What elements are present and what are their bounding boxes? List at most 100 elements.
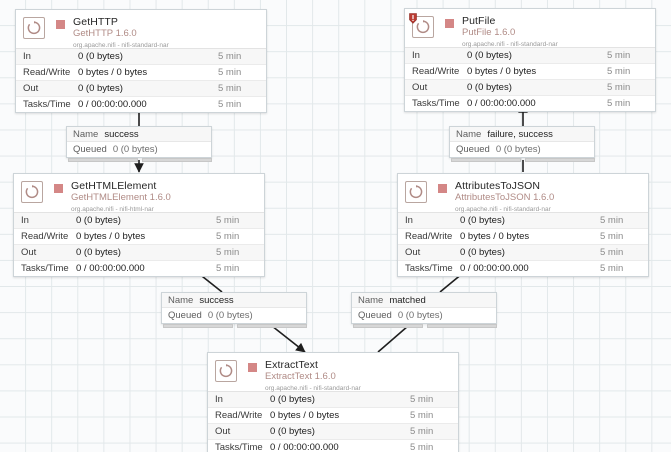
stat-row: Read/Write 0 bytes / 0 bytes 5 min [405,64,655,80]
processor-attributestojson[interactable]: AttributesToJSON AttributesToJSON 1.6.0 … [397,173,649,277]
processor-header: GetHTMLElement GetHTMLElement 1.6.0 org.… [14,174,264,213]
connection-extracttext-to-attributestojson[interactable]: Name matched Queued 0 (0 bytes) [351,292,497,328]
processor-loop-icon [23,17,45,39]
stat-row: Read/Write 0 bytes / 0 bytes 5 min [16,65,266,81]
processor-icon-wrap [404,180,430,206]
processor-titles: AttributesToJSON AttributesToJSON 1.6.0 … [455,180,643,213]
stat-time-out: 5 min [607,82,631,93]
stat-label-read-write: Read/Write [23,67,71,78]
stat-row: Tasks/Time 0 / 00:00:00.000 5 min [405,96,655,111]
run-status-stopped-icon [248,363,257,372]
stat-label-out: Out [412,82,428,93]
processor-bundle: org.apache.nifi - nifi-html-nar [71,205,154,213]
processor-bundle: org.apache.nifi - nifi-standard-nar [73,41,169,49]
stat-value-out: 0 (0 bytes) [467,82,512,93]
edge-queue-to-extracttext [271,325,306,353]
connection-relationship: success [104,128,139,140]
stat-row: Read/Write 0 bytes / 0 bytes 5 min [14,229,264,245]
connection-queue-bars [450,157,596,162]
stat-time-in: 5 min [218,51,242,62]
connection-queue-bars [352,323,498,328]
connection-attributestojson-to-putfile[interactable]: Name failure, success Queued 0 (0 bytes) [449,126,595,162]
stat-time-tasks-time: 5 min [607,98,631,109]
stat-time-tasks-time: 5 min [218,99,242,110]
stat-time-out: 5 min [410,426,434,437]
stat-row: Read/Write 0 bytes / 0 bytes 5 min [398,229,648,245]
stat-label-tasks-time: Tasks/Time [215,442,263,452]
queue-size-bar [142,158,212,162]
stat-time-in: 5 min [607,50,631,61]
connection-queued-row: Queued 0 (0 bytes) [162,308,306,323]
processor-loop-icon [21,181,43,203]
processor-gethttp[interactable]: GetHTTP GetHTTP 1.6.0 org.apache.nifi - … [15,9,267,113]
processor-putfile[interactable]: PutFile PutFile 1.6.0 org.apache.nifi - … [404,8,656,112]
processor-titles: PutFile PutFile 1.6.0 org.apache.nifi - … [462,15,650,48]
stat-time-out: 5 min [218,83,242,94]
connection-queued-row: Queued 0 (0 bytes) [352,308,496,323]
edge-extracttext-to-queue [377,325,409,353]
connection-queued-value: 0 (0 bytes) [112,144,158,155]
connection-name-row: Name success [162,293,306,308]
processor-stats: In 0 (0 bytes) 5 min Read/Write 0 bytes … [16,48,266,112]
stat-row: Tasks/Time 0 / 00:00:00.000 5 min [208,440,458,452]
stat-value-tasks-time: 0 / 00:00:00.000 [76,263,145,274]
stat-row: Out 0 (0 bytes) 5 min [405,80,655,96]
stat-row: Out 0 (0 bytes) 5 min [16,81,266,97]
processor-loop-icon [412,16,434,38]
connection-queue-bars [162,323,308,328]
stat-time-read-write: 5 min [600,231,624,242]
queue-count-bar [353,324,423,328]
processor-name: PutFile [462,15,496,27]
queue-size-bar [427,324,497,328]
processor-gethtmlelement[interactable]: GetHTMLElement GetHTMLElement 1.6.0 org.… [13,173,265,277]
stat-label-tasks-time: Tasks/Time [412,98,460,109]
connection-relationship: success [199,294,234,306]
stat-label-in: In [412,50,420,61]
stat-value-read-write: 0 bytes / 0 bytes [467,66,537,77]
processor-bundle: org.apache.nifi - nifi-standard-nar [265,384,361,392]
stat-label-tasks-time: Tasks/Time [405,263,453,274]
queue-count-bar [163,324,233,328]
queue-count-bar [68,158,138,162]
processor-extracttext[interactable]: ExtractText ExtractText 1.6.0 org.apache… [207,352,459,452]
connection-queued-value: 0 (0 bytes) [207,310,253,321]
connection-gethtmlelement-to-extracttext[interactable]: Name success Queued 0 (0 bytes) [161,292,307,328]
processor-type: GetHTMLElement 1.6.0 [71,192,171,204]
processor-titles: GetHTTP GetHTTP 1.6.0 org.apache.nifi - … [73,16,261,49]
stat-time-in: 5 min [216,215,240,226]
stat-value-tasks-time: 0 / 00:00:00.000 [460,263,529,274]
stat-label-out: Out [21,247,37,258]
stat-row: In 0 (0 bytes) 5 min [405,48,655,64]
processor-loop-icon [215,360,237,382]
stat-value-out: 0 (0 bytes) [76,247,121,258]
stat-row: Read/Write 0 bytes / 0 bytes 5 min [208,408,458,424]
processor-type: GetHTTP 1.6.0 [73,28,137,40]
connection-gethttp-to-gethtmlelement[interactable]: Name success Queued 0 (0 bytes) [66,126,212,162]
processor-name: GetHTTP [73,16,119,28]
run-status-stopped-icon [56,20,65,29]
connection-name-label: Name [456,128,482,140]
queue-count-bar [451,158,521,162]
stat-time-read-write: 5 min [216,231,240,242]
stat-time-out: 5 min [600,247,624,258]
connection-name-row: Name matched [352,293,496,308]
stat-time-out: 5 min [216,247,240,258]
processor-bundle: org.apache.nifi - nifi-standard-nar [462,40,558,48]
processor-stats: In 0 (0 bytes) 5 min Read/Write 0 bytes … [398,212,648,276]
processor-header: GetHTTP GetHTTP 1.6.0 org.apache.nifi - … [16,10,266,49]
run-status-stopped-icon [445,19,454,28]
stat-row: Tasks/Time 0 / 00:00:00.000 5 min [14,261,264,276]
processor-loop-icon [405,181,427,203]
stat-label-out: Out [405,247,421,258]
stat-row: In 0 (0 bytes) 5 min [398,213,648,229]
processor-header: AttributesToJSON AttributesToJSON 1.6.0 … [398,174,648,213]
stat-value-in: 0 (0 bytes) [270,394,315,405]
bulletin-warning-icon[interactable] [409,13,417,24]
processor-type: PutFile 1.6.0 [462,27,516,39]
processor-titles: GetHTMLElement GetHTMLElement 1.6.0 org.… [71,180,259,213]
stat-label-read-write: Read/Write [215,410,263,421]
processor-titles: ExtractText ExtractText 1.6.0 org.apache… [265,359,453,392]
stat-value-in: 0 (0 bytes) [76,215,121,226]
connection-queued-label: Queued [168,310,202,321]
